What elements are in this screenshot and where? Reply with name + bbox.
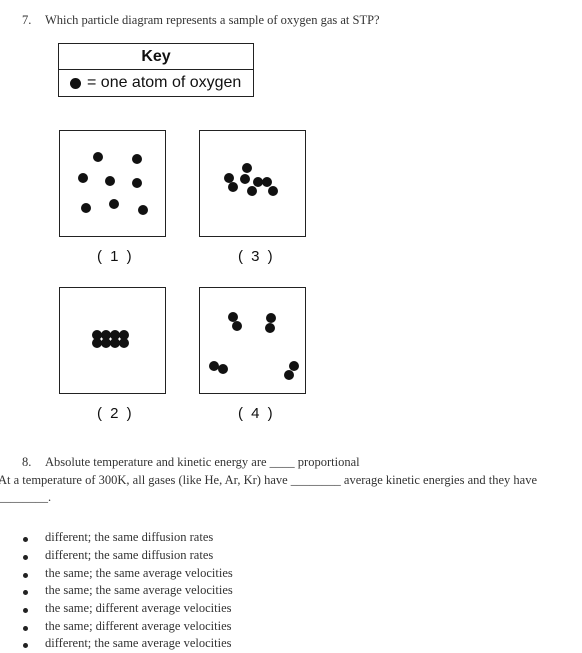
oxygen-atom-icon [92,330,102,340]
answer-option[interactable]: the same; different average velocities [45,601,232,615]
oxygen-atom-icon [228,182,238,192]
oxygen-atom-icon [266,313,276,323]
oxygen-atom-icon [253,177,263,187]
oxygen-atom-icon [218,364,228,374]
oxygen-atom-icon [138,205,148,215]
diagram-2 [59,287,166,394]
oxygen-atom-icon [110,330,120,340]
bullet-icon [23,608,28,613]
key-box: Key = one atom of oxygen [58,43,254,97]
oxygen-atom-icon [92,338,102,348]
oxygen-atom-icon [265,323,275,333]
oxygen-atom-icon [289,361,299,371]
oxygen-atom-icon [247,186,257,196]
question-7-number: 7. [22,13,32,27]
diagram-3-label: ( 3 ) [238,248,275,265]
oxygen-atom-icon [93,152,103,162]
bullet-icon [23,573,28,578]
oxygen-atom-icon [284,370,294,380]
key-title: Key [59,44,253,70]
answer-option[interactable]: different; the same diffusion rates [45,530,214,544]
oxygen-atom-icon [232,321,242,331]
oxygen-atom-icon [101,330,111,340]
answer-option[interactable]: different; the same diffusion rates [45,548,214,562]
question-8-text: Absolute temperature and kinetic energy … [45,455,360,469]
oxygen-atom-icon [132,154,142,164]
oxygen-atom-icon [224,173,234,183]
bullet-icon [23,537,28,542]
oxygen-atom-icon [262,177,272,187]
diagram-2-label: ( 2 ) [97,405,134,422]
question-8-line-2: At a temperature of 300K, all gases (lik… [0,473,538,487]
oxygen-atom-icon [78,173,88,183]
diagram-4-label: ( 4 ) [238,405,275,422]
answer-option[interactable]: the same; the same average velocities [45,566,233,580]
oxygen-atom-icon [101,338,111,348]
key-legend: = one atom of oxygen [87,74,242,91]
oxygen-atom-icon [209,361,219,371]
question-7-text: Which particle diagram represents a samp… [45,13,380,27]
bullet-icon [23,590,28,595]
oxygen-atom-icon [109,199,119,209]
diagram-4 [199,287,306,394]
bullet-icon [23,555,28,560]
oxygen-atom-icon [70,78,81,89]
oxygen-atom-icon [228,312,238,322]
oxygen-atom-icon [132,178,142,188]
oxygen-atom-icon [119,330,129,340]
oxygen-atom-icon [240,174,250,184]
question-8-line-3: ________. [0,490,52,504]
oxygen-atom-icon [268,186,278,196]
question-8-number: 8. [22,455,32,469]
answer-option[interactable]: different; the same average velocities [45,636,232,650]
answer-option[interactable]: the same; different average velocities [45,619,232,633]
answer-option[interactable]: the same; the same average velocities [45,583,233,597]
diagram-1-label: ( 1 ) [97,248,134,265]
key-row: = one atom of oxygen [59,70,253,97]
bullet-icon [23,626,28,631]
bullet-icon [23,643,28,648]
oxygen-atom-icon [110,338,120,348]
diagram-3 [199,130,306,237]
oxygen-atom-icon [105,176,115,186]
oxygen-atom-icon [81,203,91,213]
oxygen-atom-icon [119,338,129,348]
diagram-1 [59,130,166,237]
oxygen-atom-icon [242,163,252,173]
